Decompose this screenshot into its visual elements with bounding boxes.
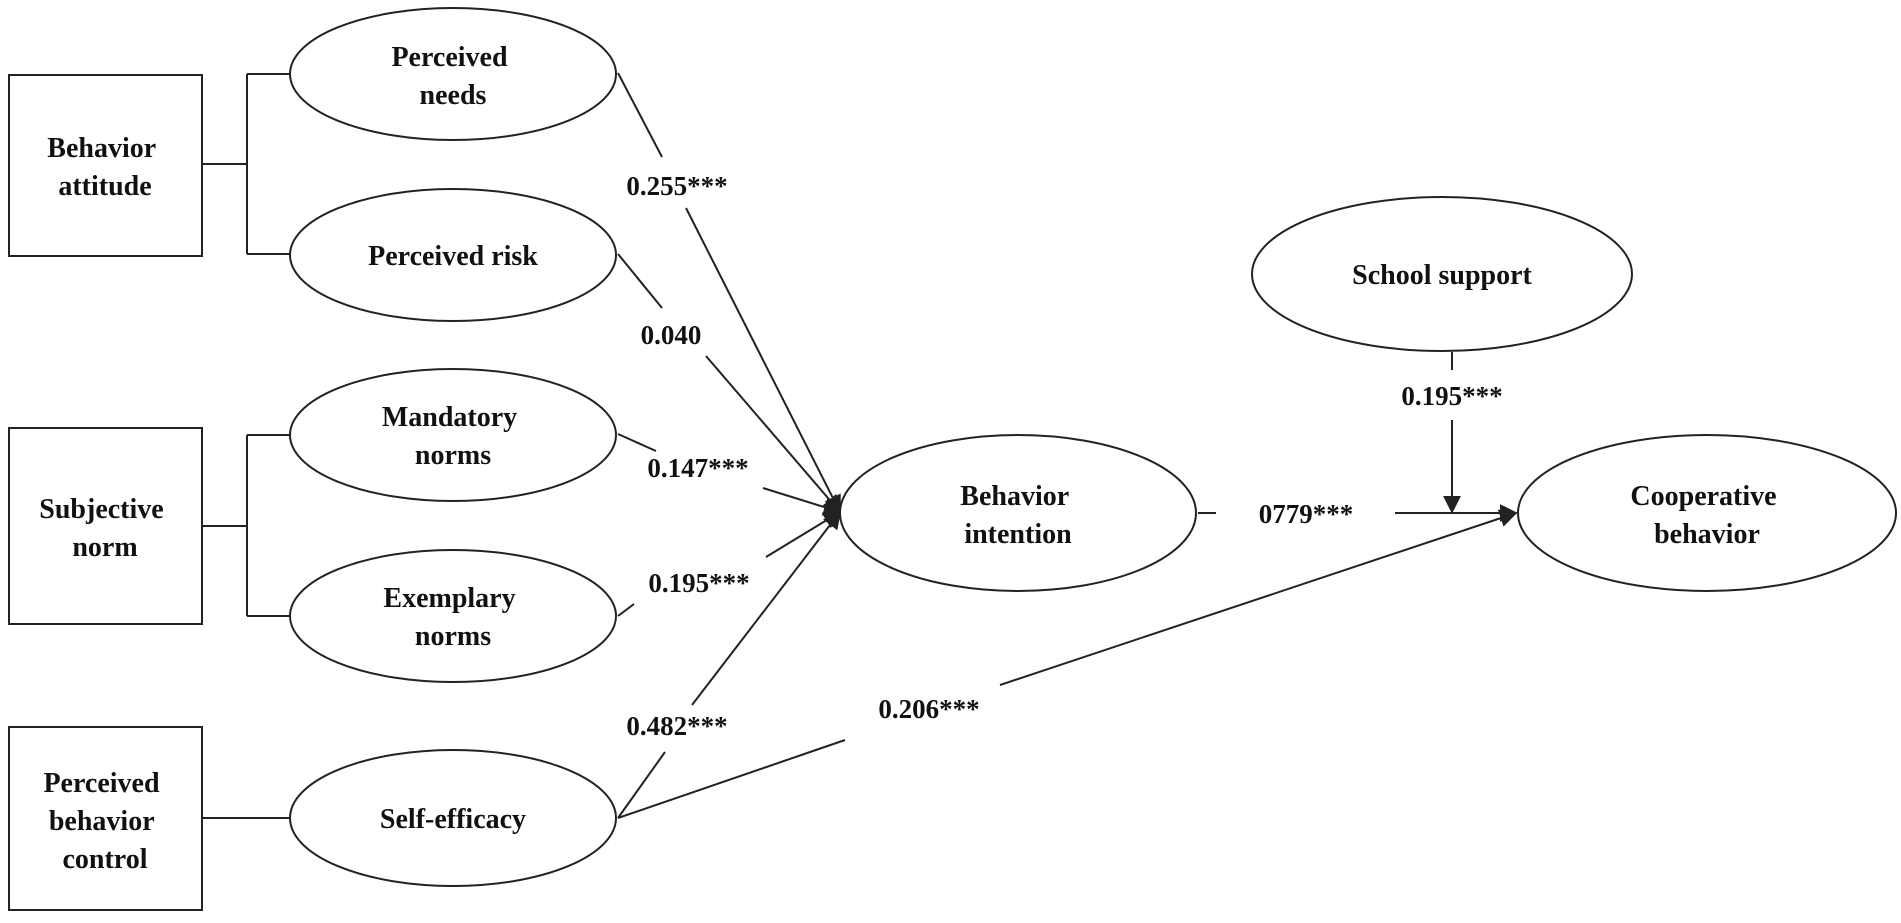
box-label-line: Perceived: [43, 768, 160, 799]
path-needs-to-intention: [617, 72, 841, 514]
path-efficacy-to-intention: [617, 510, 842, 819]
coefficient-intention-to-cooperative: 0779***: [1259, 499, 1354, 529]
box-perceived-behavior-control: Perceived behavior control: [8, 726, 203, 911]
bracket-subjective-norm: [203, 434, 290, 617]
node-label-line: Perceived: [391, 42, 508, 73]
node-label-line: Self-efficacy: [380, 804, 526, 835]
node-label-line: Mandatory: [382, 402, 517, 433]
node-label-line: norms: [415, 440, 491, 471]
node-mandatory-norms: Mandatory norms: [289, 368, 617, 502]
node-behavior-intention: Behavior intention: [839, 434, 1197, 592]
svg-text:Behavior attitude: Behavior attitude: [47, 133, 162, 202]
box-label-line: attitude: [58, 171, 151, 202]
svg-text:Self-efficacy: Self-efficacy: [380, 804, 526, 835]
box-label-line: Behavior: [47, 133, 155, 164]
coefficient-risk-to-intention: 0.040: [641, 320, 702, 350]
svg-text:Subjective norm: Subjective norm: [39, 494, 170, 563]
box-label-line: control: [62, 844, 147, 875]
path-exemplary-to-intention: [617, 511, 842, 617]
svg-text:Perceived needs: Perceived needs: [391, 42, 514, 111]
svg-text:Cooperative behavior: Cooperative behavior: [1630, 481, 1783, 550]
coefficient-efficacy-to-cooperative: 0.206***: [878, 694, 979, 724]
node-label-line: needs: [420, 80, 487, 111]
node-label-line: School support: [1352, 260, 1532, 291]
svg-text:School support: School support: [1352, 260, 1532, 291]
node-label-line: Perceived risk: [368, 241, 538, 272]
box-behavior-attitude: Behavior attitude: [8, 74, 203, 257]
coefficient-efficacy-to-intention: 0.482***: [626, 711, 727, 741]
svg-text:Behavior intention: Behavior intention: [960, 481, 1075, 550]
svg-text:Mandatory norms: Mandatory norms: [382, 402, 524, 471]
node-school-support: School support: [1251, 196, 1633, 352]
coefficient-needs-to-intention: 0.255***: [626, 171, 727, 201]
coefficient-mandatory-to-intention: 0.147***: [647, 453, 748, 483]
node-label-line: Exemplary: [383, 583, 515, 614]
svg-text:Exemplary norms: Exemplary norms: [383, 583, 522, 652]
path-mandatory-to-intention: [617, 433, 842, 516]
node-label-line: behavior: [1654, 519, 1760, 550]
node-label-line: norms: [415, 621, 491, 652]
node-label-line: Cooperative: [1630, 481, 1776, 512]
box-label-line: norm: [72, 532, 137, 563]
node-self-efficacy: Self-efficacy: [289, 749, 617, 887]
path-risk-to-intention: [617, 253, 842, 514]
bracket-behavior-attitude: [203, 73, 290, 255]
coefficient-school-support-moderation: 0.195***: [1401, 381, 1502, 411]
node-label-line: Behavior: [960, 481, 1068, 512]
coefficient-exemplary-to-intention: 0.195***: [648, 568, 749, 598]
box-subjective-norm: Subjective norm: [8, 427, 203, 625]
node-perceived-needs: Perceived needs: [289, 7, 617, 141]
node-cooperative-behavior: Cooperative behavior: [1517, 434, 1897, 592]
node-perceived-risk: Perceived risk: [289, 188, 617, 322]
svg-text:Perceived risk: Perceived risk: [368, 241, 538, 272]
svg-text:Perceived behavior: Perceived behavior control: [43, 768, 166, 875]
node-exemplary-norms: Exemplary norms: [289, 549, 617, 683]
node-label-line: intention: [964, 519, 1072, 550]
box-label-line: Subjective: [39, 494, 163, 525]
path-efficacy-to-cooperative: [617, 509, 1518, 819]
box-label-line: behavior: [49, 806, 154, 837]
